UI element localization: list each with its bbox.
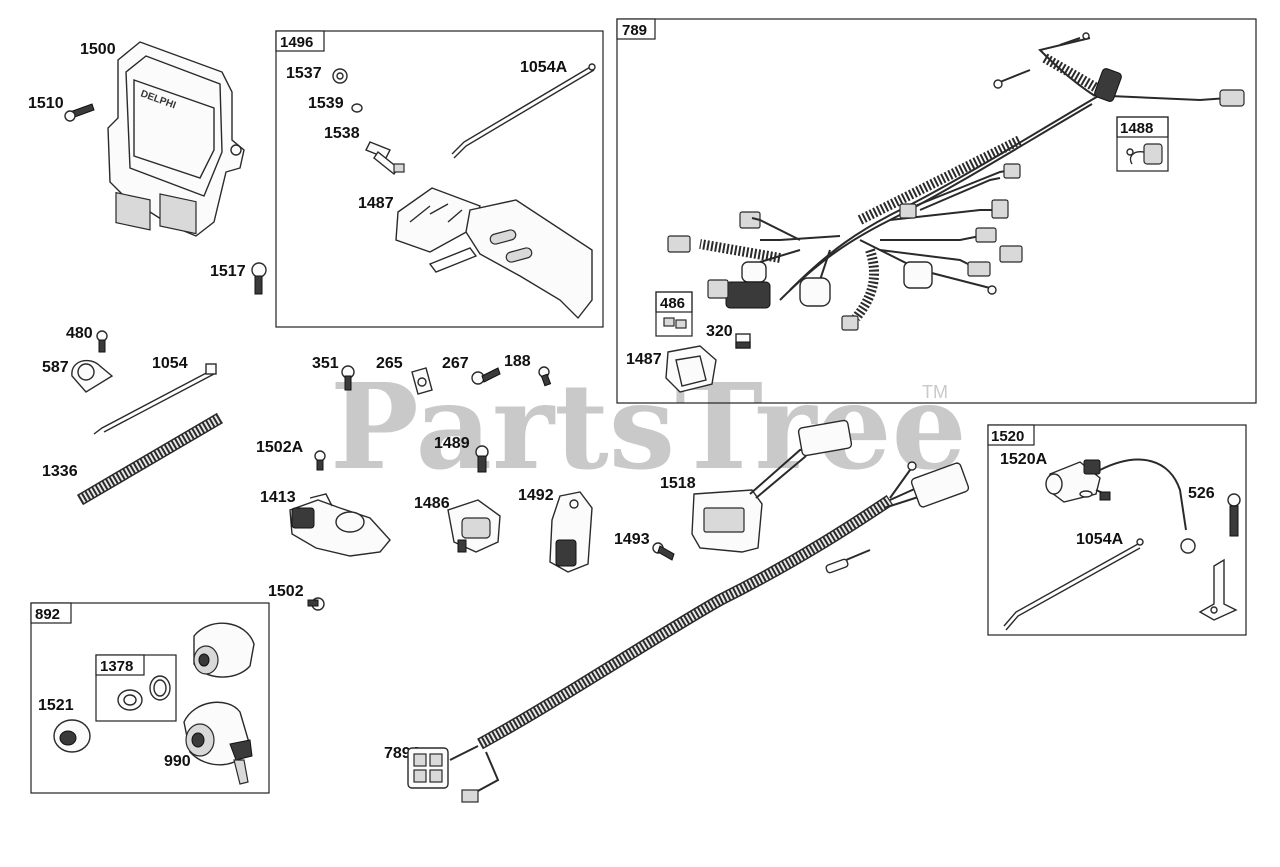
- screw-1517[interactable]: [251, 262, 267, 295]
- fuse-486[interactable]: [663, 317, 687, 329]
- label-1054a-right: 1054A: [1076, 531, 1124, 548]
- grommet-1538[interactable]: [365, 141, 405, 176]
- group-frame-1520: [987, 424, 1247, 636]
- label-320: 320: [706, 323, 733, 340]
- main-harness-789a[interactable]: [407, 461, 970, 803]
- connector-1487[interactable]: [665, 345, 717, 393]
- clamp-587[interactable]: [71, 359, 114, 393]
- label-267: 267: [442, 355, 469, 372]
- connector-1518[interactable]: [691, 419, 853, 553]
- watermark-trademark: TM: [922, 382, 948, 402]
- screw-351[interactable]: [341, 365, 355, 391]
- key-990[interactable]: [229, 739, 253, 785]
- label-1520a: 1520A: [1000, 451, 1048, 468]
- group-label-1496: 1496: [280, 34, 313, 51]
- label-1521: 1521: [38, 697, 74, 714]
- label-1517: 1517: [210, 263, 246, 280]
- label-1502: 1502: [268, 583, 304, 600]
- label-1538: 1538: [324, 125, 360, 142]
- group-label-789: 789: [622, 22, 647, 39]
- label-1518: 1518: [660, 475, 696, 492]
- label-1487-mid: 1487: [626, 351, 662, 368]
- label-1492: 1492: [518, 487, 554, 504]
- label-188: 188: [504, 353, 531, 370]
- label-351: 351: [312, 355, 339, 372]
- group-tag-1378: [95, 654, 145, 676]
- label-990: 990: [164, 753, 191, 770]
- label-1510: 1510: [28, 95, 64, 112]
- group-label-892: 892: [35, 606, 60, 623]
- label-1493: 1493: [614, 531, 650, 548]
- ecu-module[interactable]: DELPHI: [107, 41, 245, 237]
- label-1539: 1539: [308, 95, 344, 112]
- sensor-1486[interactable]: [447, 499, 501, 553]
- label-1489: 1489: [434, 435, 470, 452]
- label-1537: 1537: [286, 65, 322, 82]
- sensor-1413[interactable]: [289, 493, 391, 557]
- label-526: 526: [1188, 485, 1215, 502]
- group-frame-892: [30, 602, 270, 794]
- screw-480[interactable]: [96, 330, 108, 353]
- label-1500: 1500: [80, 41, 116, 58]
- bolt-267[interactable]: [471, 367, 501, 385]
- group-frame-486: [655, 291, 693, 337]
- bracket-1520[interactable]: [1198, 558, 1238, 621]
- screw-1502[interactable]: [307, 597, 325, 611]
- switch-1520a[interactable]: [1045, 458, 1196, 554]
- group-label-486: 486: [660, 295, 685, 312]
- conduit-1336[interactable]: [76, 412, 224, 506]
- screw-1502a[interactable]: [314, 450, 326, 471]
- group-frame-1488: [1116, 116, 1169, 172]
- group-frame-1496: [275, 30, 604, 328]
- bolt-1489[interactable]: [475, 445, 489, 473]
- group-tag-789: [616, 18, 656, 40]
- label-1054: 1054: [152, 355, 188, 372]
- cable-tie-1054[interactable]: [93, 363, 217, 435]
- screw-188[interactable]: [538, 366, 552, 387]
- watermark: PartsTree: [330, 357, 967, 496]
- label-1486: 1486: [414, 495, 450, 512]
- relay-320[interactable]: [735, 333, 751, 349]
- label-480: 480: [66, 325, 93, 342]
- nut-1537[interactable]: [332, 68, 348, 84]
- label-587: 587: [42, 359, 69, 376]
- label-1413: 1413: [260, 489, 296, 506]
- screw-526[interactable]: [1227, 493, 1241, 537]
- group-frame-789: [616, 18, 1257, 404]
- group-tag-1496: [275, 30, 325, 52]
- nut-1378[interactable]: [117, 675, 171, 711]
- connector-1488[interactable]: [1126, 143, 1163, 165]
- label-265: 265: [376, 355, 403, 372]
- washer-1539[interactable]: [351, 103, 363, 113]
- group-label-1520: 1520: [991, 428, 1024, 445]
- screw-1493[interactable]: [652, 542, 675, 561]
- label-1487-top: 1487: [358, 195, 394, 212]
- group-label-1378: 1378: [100, 658, 133, 675]
- label-1336: 1336: [42, 463, 78, 480]
- wiring-harness-789[interactable]: [667, 32, 1245, 331]
- bracket-assembly-1487[interactable]: [395, 187, 593, 320]
- clip-265[interactable]: [411, 367, 433, 395]
- bushing-1521[interactable]: [53, 719, 91, 753]
- cable-tie-1054a-top[interactable]: [451, 63, 596, 159]
- screw-1510[interactable]: [64, 103, 95, 122]
- label-1502a: 1502A: [256, 439, 304, 456]
- group-tag-1520: [987, 424, 1035, 446]
- sensor-1492[interactable]: [549, 491, 593, 573]
- cable-tie-1054a-right[interactable]: [1003, 538, 1144, 631]
- group-label-1488: 1488: [1120, 120, 1153, 137]
- group-tag-892: [30, 602, 72, 624]
- label-1054a-top: 1054A: [520, 59, 568, 76]
